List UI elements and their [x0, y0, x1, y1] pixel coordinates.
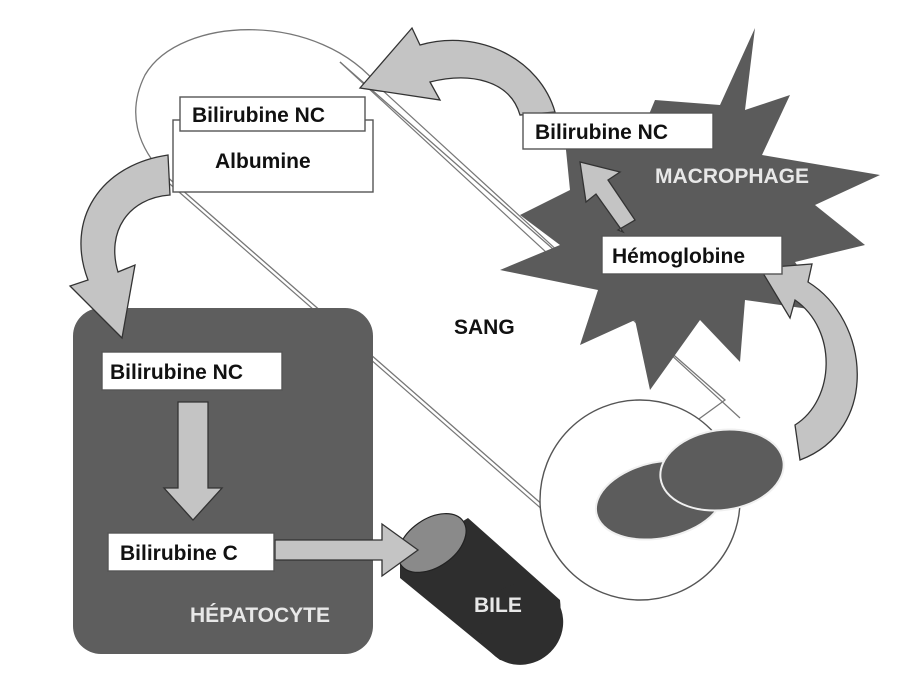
hepatocyte-bilirubine-nc-box: Bilirubine NC	[101, 351, 283, 391]
macrophage-bilirubine-box: Bilirubine NC	[522, 112, 714, 150]
bile-cylinder-body-end	[480, 583, 564, 665]
hemoglobine-label: Hémoglobine	[612, 245, 745, 268]
hemoglobine-box: Hémoglobine	[601, 235, 783, 275]
albumine-complex: Bilirubine NC Albumine	[172, 96, 374, 193]
arrow-blood-to-hepatocyte	[68, 154, 171, 340]
hepatocyte-label: HÉPATOCYTE	[190, 604, 330, 627]
macrophage-label: MACROPHAGE	[655, 165, 809, 188]
arrow-nc-to-c	[162, 401, 224, 521]
arrow-c-to-bile	[274, 522, 420, 578]
albumine-label: Albumine	[215, 150, 311, 173]
arrows	[68, 26, 858, 578]
bilirubine-nc-macrophage-label: Bilirubine NC	[535, 121, 668, 144]
arrow-hemoglobine-to-bilirubine	[579, 161, 636, 234]
bilirubine-c-label: Bilirubine C	[120, 542, 238, 565]
hepatocyte-bilirubine-c-box: Bilirubine C	[107, 532, 275, 572]
arrow-macrophage-to-blood	[358, 26, 556, 116]
red-blood-cells	[594, 428, 785, 541]
bile-cylinder-top	[397, 513, 467, 573]
arrow-rbc-to-hemoglobine	[758, 263, 858, 461]
bilirubine-nc-blood-label: Bilirubine NC	[192, 104, 325, 127]
sang-label: SANG	[454, 316, 515, 339]
bile-duct: BILE	[397, 513, 564, 665]
bile-label: BILE	[474, 594, 522, 617]
bilirubine-nc-hepatocyte-label: Bilirubine NC	[110, 361, 243, 384]
red-blood-cell	[659, 428, 785, 512]
